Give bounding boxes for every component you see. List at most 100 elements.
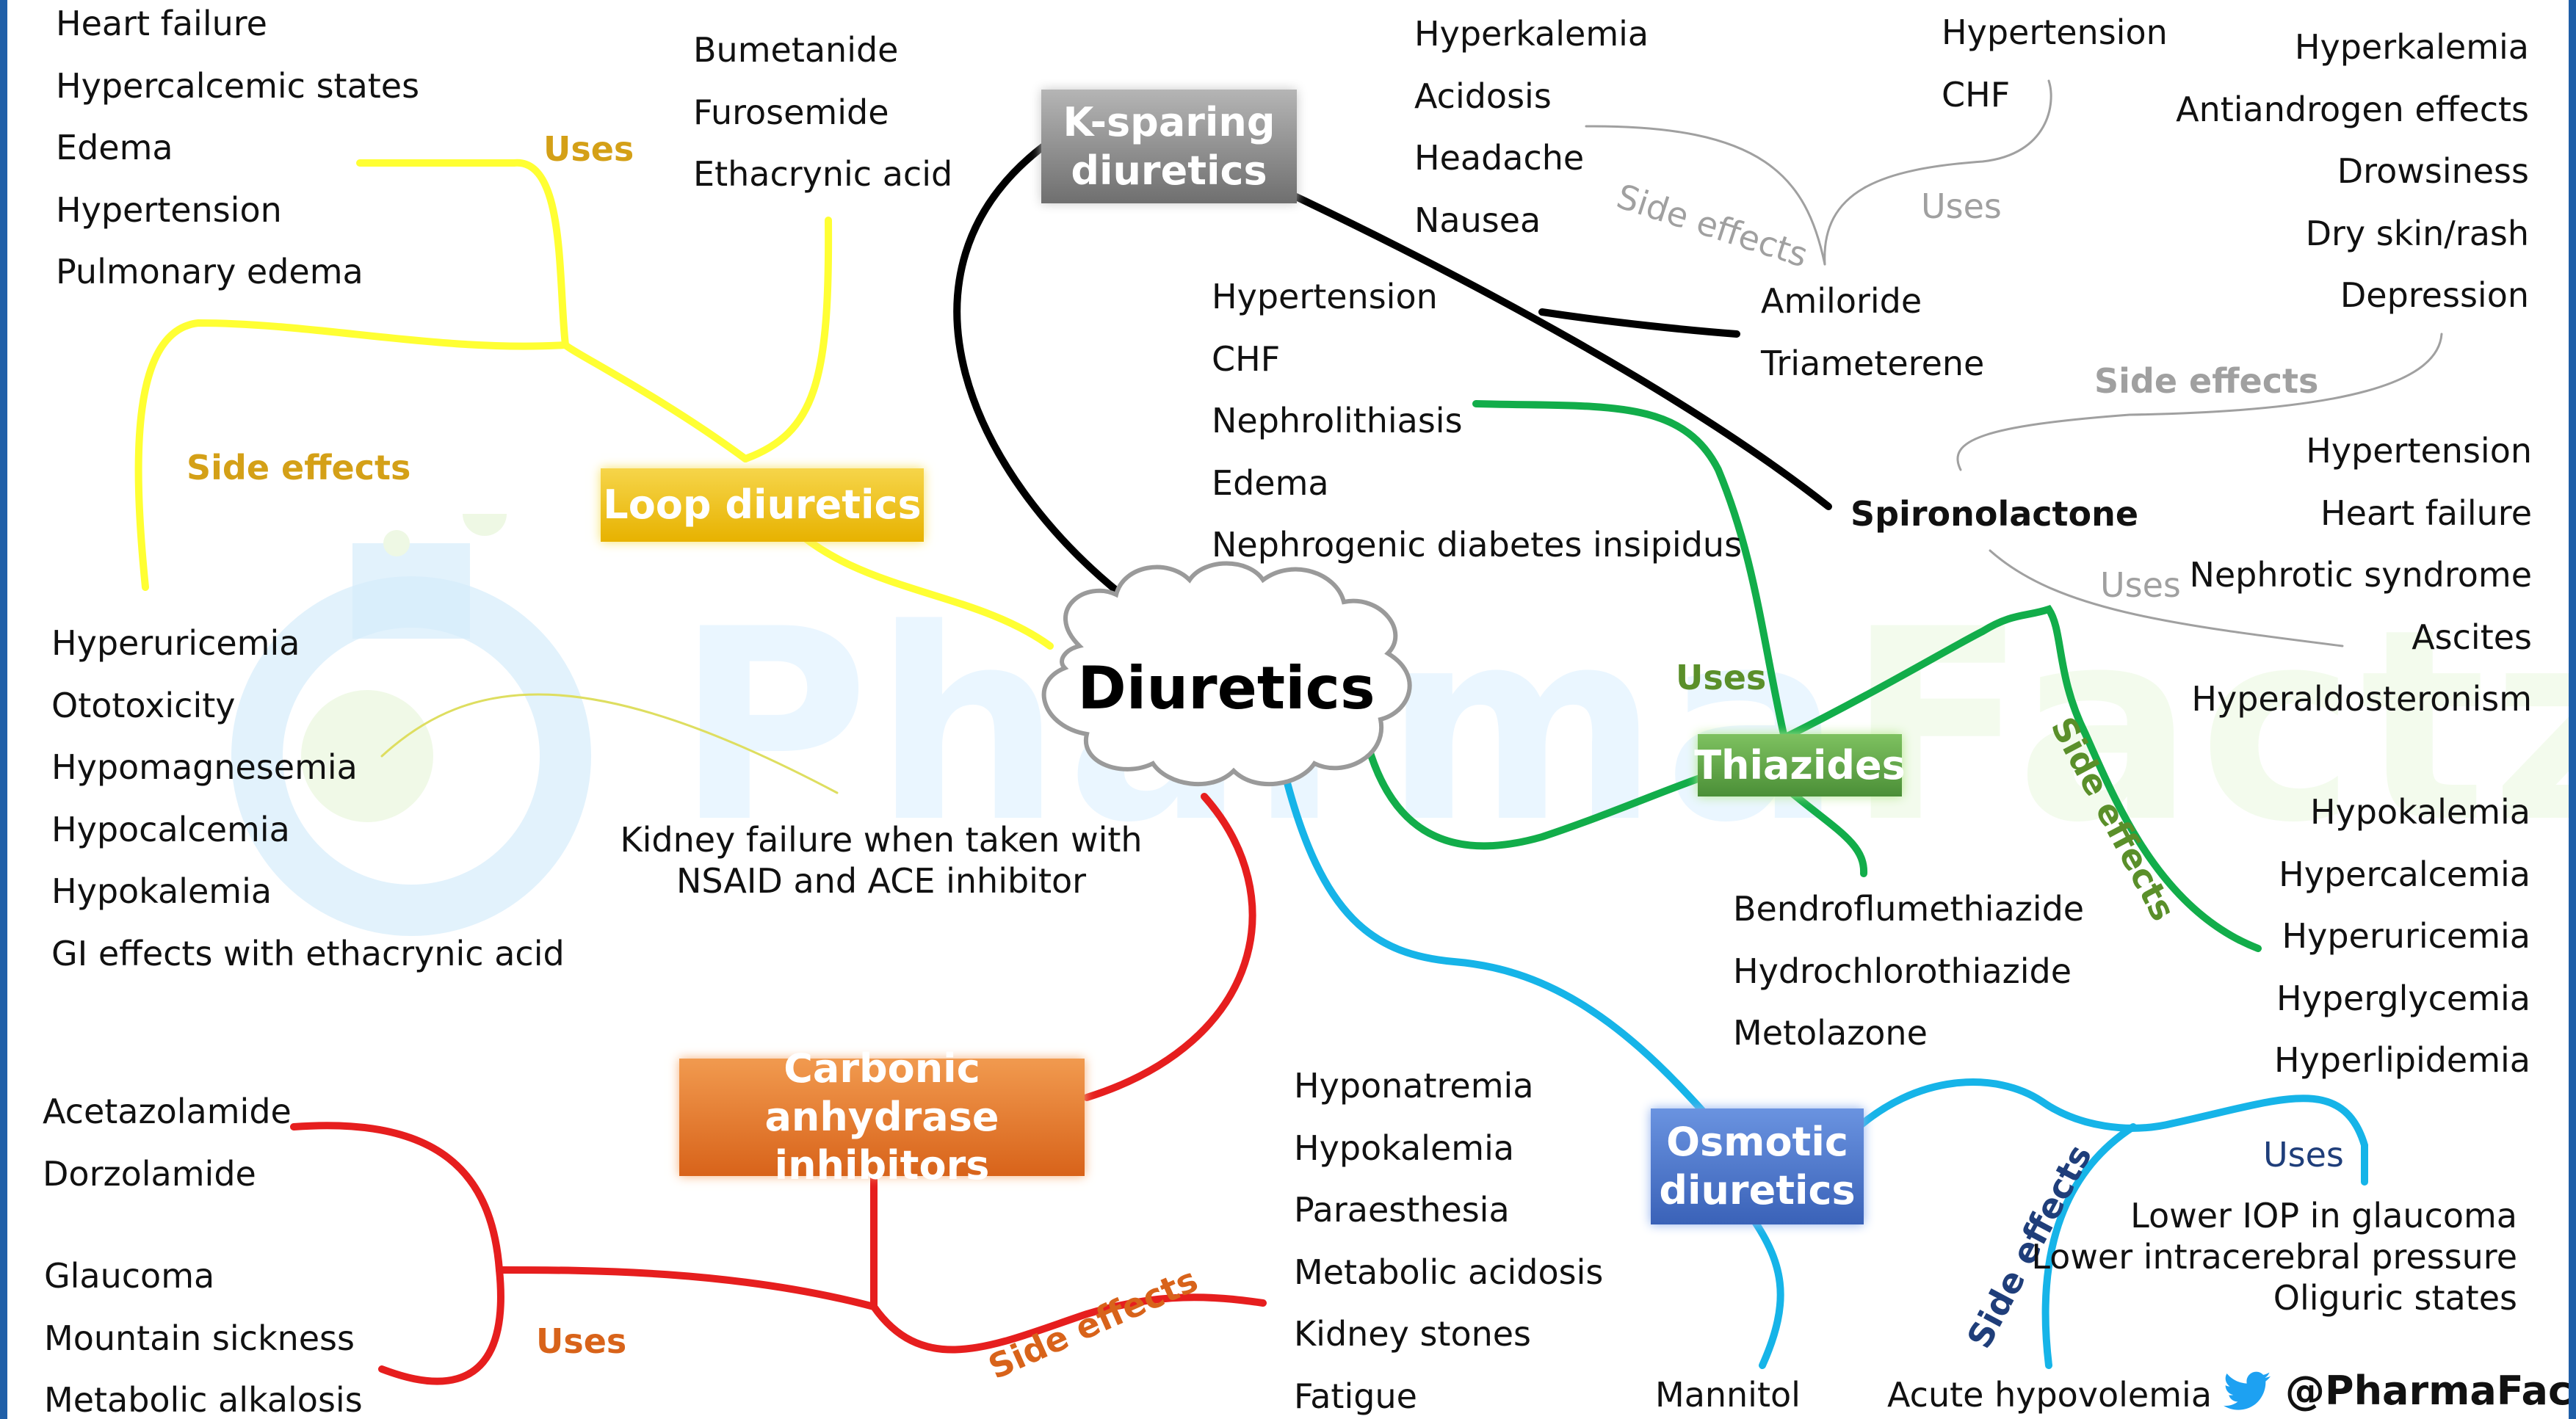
list-item: Fatigue — [1294, 1376, 1417, 1416]
list-item: GI effects with ethacrynic acid — [51, 933, 565, 973]
list-item: Oliguric states — [2273, 1278, 2517, 1318]
osmotic-label-line1: Osmotic — [1666, 1119, 1848, 1165]
list-item: Kidney stones — [1294, 1314, 1532, 1354]
list-item: Nausea — [1414, 200, 1541, 240]
list-item: Lower intracerebral pressure — [2031, 1237, 2517, 1277]
thiazide-hub-line — [1362, 734, 1751, 850]
list-item: Hypertension — [1942, 12, 2168, 52]
loop-drugs-list: Bumetanide Furosemide Ethacrynic acid — [693, 19, 952, 206]
list-item: Pulmonary edema — [56, 252, 363, 291]
spironolactone-side-effects-branch-label: Side effects — [2094, 361, 2319, 401]
list-item: Triameterene — [1761, 343, 1985, 383]
spironolactone-label: Spironolactone — [1850, 494, 2139, 534]
loop-drugs-line — [742, 217, 833, 462]
osmotic-label-line2: diuretics — [1659, 1167, 1856, 1213]
flask-watermark-icon — [231, 514, 591, 936]
carbonic-label-line1: Carbonic anhydrase — [764, 1045, 999, 1140]
list-item: Glaucoma — [44, 1256, 215, 1296]
carbonic-uses-list: Glaucoma Mountain sickness Metabolic alk… — [44, 1245, 363, 1419]
amiloride-side-effects-list: Hyperkalemia Acidosis Headache Nausea — [1414, 3, 1649, 251]
list-item: Hyperuricemia — [2282, 916, 2530, 956]
osmotic-uses-list: Lower IOP in glaucoma Lower intracerebra… — [2031, 1195, 2517, 1318]
list-item: Metolazone — [1733, 1013, 1928, 1053]
list-item: Hyponatremia — [1294, 1066, 1534, 1106]
list-item: Hypertension — [2306, 431, 2532, 471]
ksparing-spiro-line — [1292, 193, 1832, 510]
osmotic-right-line — [1847, 1078, 2368, 1186]
spironolactone-uses-branch-label: Uses — [2100, 565, 2181, 605]
list-item: Dorzolamide — [43, 1153, 256, 1194]
category-box-osmotic[interactable]: Osmotic diuretics — [1651, 1108, 1864, 1224]
list-item: Ethacrynic acid — [693, 154, 953, 194]
list-item: Heart failure — [2320, 493, 2532, 533]
thiazide-side-line — [1781, 605, 2262, 952]
amiloride-uses-list: Hypertension CHF — [1942, 1, 2168, 126]
spiro-sideeffects-line — [1956, 333, 2443, 471]
list-item: Hypokalemia — [1294, 1128, 1515, 1168]
category-box-thiazides[interactable]: Thiazides — [1694, 734, 1906, 796]
twitter-bird-icon — [2224, 1371, 2271, 1410]
loop-side-effects-list: Hyperuricemia Ototoxicity Hypomagnesemia… — [51, 612, 565, 984]
note-line: NSAID and ACE inhibitor — [676, 861, 1087, 901]
thiazide-side-effects-list: Hypokalemia Hypercalcemia Hyperuricemia … — [2274, 781, 2530, 1092]
list-item: Depression — [2340, 275, 2529, 315]
ksparing-label-line1: K-sparing — [1063, 98, 1276, 145]
twitter-credit[interactable]: @PharmaFactz — [2224, 1368, 2576, 1414]
thiazide-uses-line — [1472, 400, 1788, 741]
list-item: Hypercalcemic states — [56, 65, 420, 106]
list-item: Hyperlipidemia — [2273, 1040, 2530, 1080]
loop-hub-line — [775, 510, 1054, 650]
list-item: Acidosis — [1414, 76, 1552, 116]
list-item: Ototoxicity — [51, 685, 236, 725]
list-item: Amiloride — [1761, 281, 1922, 321]
carbonic-label-line2: inhibitors — [774, 1142, 990, 1188]
list-item: Bendroflumethiazide — [1733, 889, 2085, 929]
osmotic-hypovolemia-line — [2041, 1123, 2137, 1369]
center-title: Diuretics — [1077, 654, 1375, 722]
category-box-carbonic[interactable]: Carbonic anhydrase inhibitors — [679, 1045, 1085, 1188]
list-item: Hyperkalemia — [2294, 27, 2529, 67]
list-item: Drowsiness — [2337, 151, 2529, 191]
ksparing-hub-line — [953, 143, 1135, 606]
spironolactone-side-effects-list: Hyperkalemia Antiandrogen effects Drowsi… — [2176, 16, 2529, 327]
list-item: Nephrogenic diabetes insipidus — [1212, 525, 1743, 565]
carbonic-drugs-list: Acetazolamide Dorzolamide — [43, 1081, 292, 1205]
ksparing-drugs-list: Amiloride Triameterene — [1761, 270, 1984, 394]
carbonic-side-line — [870, 1293, 1267, 1354]
list-item: CHF — [1942, 74, 2011, 115]
loop-note-line — [380, 693, 839, 794]
loop-side-uses-line — [562, 341, 749, 462]
carbonic-uses-branch-label: Uses — [536, 1321, 627, 1361]
list-item: Edema — [1212, 462, 1329, 503]
category-box-ksparing[interactable]: K-sparing diuretics — [1041, 90, 1297, 203]
carbonic-side-effects-list: Hyponatremia Hypokalemia Paraesthesia Me… — [1294, 1055, 1603, 1419]
osmotic-drug-label: Mannitol — [1655, 1375, 1801, 1415]
amiloride-uses-line — [1823, 79, 2052, 266]
list-item: Hypokalemia — [51, 871, 272, 911]
loop-note: Kidney failure when taken with NSAID and… — [609, 819, 1153, 901]
thiazide-uses-branch-label: Uses — [1676, 658, 1767, 697]
list-item: Bumetanide — [693, 30, 899, 70]
list-item: Mountain sickness — [44, 1318, 355, 1358]
list-item: Hyperaldosteronism — [2191, 679, 2532, 719]
spiro-uses-line — [1989, 549, 2344, 647]
osmotic-hub-line — [1281, 771, 1707, 1116]
ksparing-label-line2: diuretics — [1071, 147, 1267, 194]
list-item: Hypomagnesemia — [51, 747, 358, 787]
thiazides-category-label: Thiazides — [1694, 741, 1906, 788]
loop-side-effects-branch-label: Side effects — [187, 448, 411, 487]
loop-uses-list: Heart failure Hypercalcemic states Edema… — [56, 0, 419, 303]
list-item: Hyperuricemia — [51, 623, 300, 663]
thiazide-drugs-list: Bendroflumethiazide Hydrochlorothiazide … — [1733, 878, 2084, 1064]
carbonic-left-line — [496, 1266, 878, 1310]
osmotic-uses-branch-label: Uses — [2263, 1135, 2344, 1175]
thiazide-uses-list: Hypertension CHF Nephrolithiasis Edema N… — [1212, 266, 1742, 576]
list-item: Hyperkalemia — [1414, 14, 1649, 54]
category-box-loop[interactable]: Loop diuretics — [601, 468, 924, 542]
carbonic-uses-line — [378, 1266, 504, 1385]
list-item: Metabolic acidosis — [1294, 1252, 1604, 1292]
list-item: Hydrochlorothiazide — [1733, 951, 2072, 991]
carbonic-drugs-line — [290, 1122, 503, 1274]
